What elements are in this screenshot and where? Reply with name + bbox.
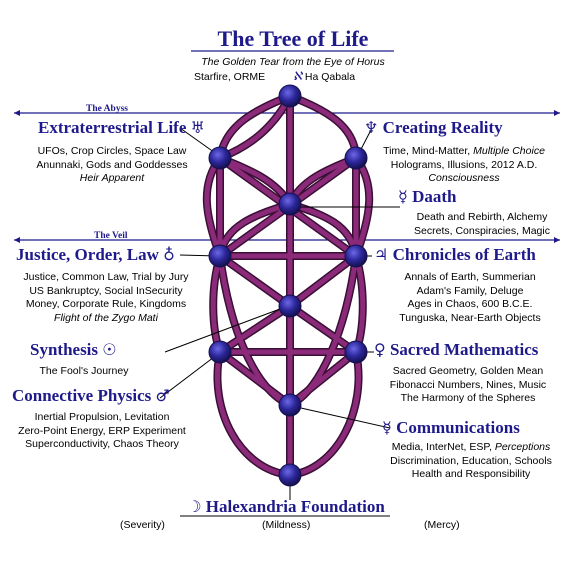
connective-body: Inertial Propulsion, Levitation Zero-Poi… <box>4 411 200 452</box>
abyss-label: The Abyss <box>86 104 128 114</box>
communications-line: Media, InterNet, ESP, Perceptions <box>376 441 566 455</box>
chronicles-line: Ages in Chaos, 600 B.C.E. <box>407 298 533 310</box>
mercury-icon: ☿ <box>382 418 392 437</box>
uranus-icon: ♅ <box>190 118 205 137</box>
neptune-icon: ♆ <box>364 118 379 137</box>
node-hod <box>208 340 232 364</box>
connective-line: Zero-Point Energy, ERP Experiment <box>18 424 186 437</box>
chronicles-line: Tunguska, Near-Earth Objects <box>399 311 541 324</box>
creating-body: Time, Mind-Matter, Multiple Choice Holog… <box>366 145 562 186</box>
extraterrestrial-body: UFOs, Crop Circles, Space Law Anunnaki, … <box>12 145 212 186</box>
synthesis-body: The Fool's Journey <box>14 365 154 379</box>
chronicles-body: Annals of Earth, Summerian Adam's Family… <box>380 271 560 325</box>
node-chokmah <box>344 146 368 170</box>
node-kether <box>278 84 302 108</box>
communications-title-text: Communications <box>396 418 520 437</box>
jupiter-icon: ♃ <box>374 245 389 264</box>
pillar-mildness: (Mildness) <box>262 519 311 531</box>
daath-line: Secrets, Conspiracies, Magic <box>414 224 550 237</box>
mars-icon: ♂ <box>155 386 170 405</box>
sacred-line: Sacred Geometry, Golden Mean <box>392 365 544 377</box>
synthesis-line: The Fool's Journey <box>39 365 129 377</box>
sacred-body: Sacred Geometry, Golden Mean Fibonacci N… <box>372 365 564 406</box>
synthesis-title-text: Synthesis <box>30 340 99 359</box>
justice-line: Money, Corporate Rule, Kingdoms <box>25 298 187 310</box>
sacred-line: Fibonacci Numbers, Nines, Music <box>389 378 547 391</box>
venus-icon: ♀ <box>374 340 386 359</box>
veil-label: The Veil <box>94 231 128 241</box>
daath-title-text: Daath <box>412 187 457 206</box>
creating-line-plain: Time, Mind-Matter, <box>383 145 474 157</box>
node-daath <box>278 192 302 216</box>
extraterrestrial-line: UFOs, Crop Circles, Space Law <box>37 145 187 157</box>
connective-line: Superconductivity, Chaos Theory <box>25 438 179 450</box>
justice-body: Justice, Common Law, Trial by Jury US Ba… <box>8 271 204 325</box>
node-chesed <box>344 244 368 268</box>
node-yesod <box>278 393 302 417</box>
creating-line: Holograms, Illusions, 2012 A.D. <box>390 158 538 171</box>
creating-line-italic: Multiple Choice <box>473 145 545 157</box>
section-justice-title: Justice, Order, Law ♁ <box>16 245 175 265</box>
section-chronicles-title: ♃ Chronicles of Earth <box>374 245 536 265</box>
subtitle-line-2: Starfire, ORME ℵ Ha Qabala <box>194 69 356 85</box>
chronicles-title-text: Chronicles of Earth <box>392 245 536 264</box>
extraterrestrial-line: Anunnaki, Gods and Goddesses <box>36 158 188 171</box>
node-binah <box>208 146 232 170</box>
creating-line: Consciousness <box>428 172 500 184</box>
section-connective-title: Connective Physics ♂ <box>12 386 170 406</box>
node-malkuth <box>278 463 302 487</box>
moon-icon: ☽ <box>187 497 202 516</box>
creating-line: Time, Mind-Matter, Multiple Choice <box>366 145 562 159</box>
justice-line: Flight of the Zygo Mati <box>54 311 158 324</box>
sacred-line: The Harmony of the Spheres <box>400 392 536 404</box>
subtitle-left: Starfire, ORME <box>194 71 266 83</box>
section-extraterrestrial-title: Extraterrestrial Life ♅ <box>38 118 205 138</box>
justice-line: Justice, Common Law, Trial by Jury <box>23 271 189 283</box>
section-daath-title: ☿ Daath <box>398 187 456 207</box>
daath-line: Death and Rebirth, Alchemy <box>416 211 548 223</box>
section-creating-title: ♆ Creating Reality <box>364 118 503 138</box>
subtitle-line-1: The Golden Tear from the Eye of Horus <box>201 56 385 68</box>
node-tiphareth <box>278 294 302 318</box>
pillar-mercy: (Mercy) <box>424 519 460 531</box>
justice-title-text: Justice, Order, Law <box>16 245 159 264</box>
communications-line: Health and Responsibility <box>411 468 531 480</box>
communications-body: Media, InterNet, ESP, Perceptions Discri… <box>376 441 566 482</box>
chronicles-line: Annals of Earth, Summerian <box>404 271 536 283</box>
foundation-title-text: Halexandria Foundation <box>205 497 385 516</box>
connective-title-text: Connective Physics <box>12 386 152 405</box>
earth-icon: ♁ <box>163 245 175 264</box>
pillar-severity: (Severity) <box>120 519 165 531</box>
daath-body: Death and Rebirth, Alchemy Secrets, Cons… <box>398 211 566 238</box>
subtitle-right: Ha Qabala <box>304 71 356 83</box>
mercury-icon: ☿ <box>398 187 408 206</box>
sephirot-nodes <box>208 84 368 487</box>
communications-line-italic: Perceptions <box>494 441 551 453</box>
node-geburah <box>208 244 232 268</box>
sacred-title-text: Sacred Mathematics <box>389 340 539 359</box>
node-netzach <box>344 340 368 364</box>
aleph-icon: ℵ <box>293 69 302 83</box>
creating-title-text: Creating Reality <box>382 118 503 137</box>
connective-line: Inertial Propulsion, Levitation <box>34 411 170 423</box>
page-title: The Tree of Life <box>217 26 369 51</box>
chronicles-line: Adam's Family, Deluge <box>416 284 524 297</box>
section-synthesis-title: Synthesis ☉ <box>30 340 117 360</box>
section-foundation-title: ☽ Halexandria Foundation <box>180 497 392 517</box>
extraterrestrial-line: Heir Apparent <box>79 172 145 184</box>
extraterrestrial-title-text: Extraterrestrial Life <box>38 118 187 137</box>
justice-line: US Bankruptcy, Social InSecurity <box>29 284 183 297</box>
communications-line-plain: Media, InterNet, ESP, <box>391 441 495 453</box>
section-sacred-title: ♀ Sacred Mathematics <box>374 340 538 360</box>
sun-icon: ☉ <box>102 340 117 359</box>
communications-line: Discrimination, Education, Schools <box>390 454 552 467</box>
section-communications-title: ☿ Communications <box>382 418 520 438</box>
